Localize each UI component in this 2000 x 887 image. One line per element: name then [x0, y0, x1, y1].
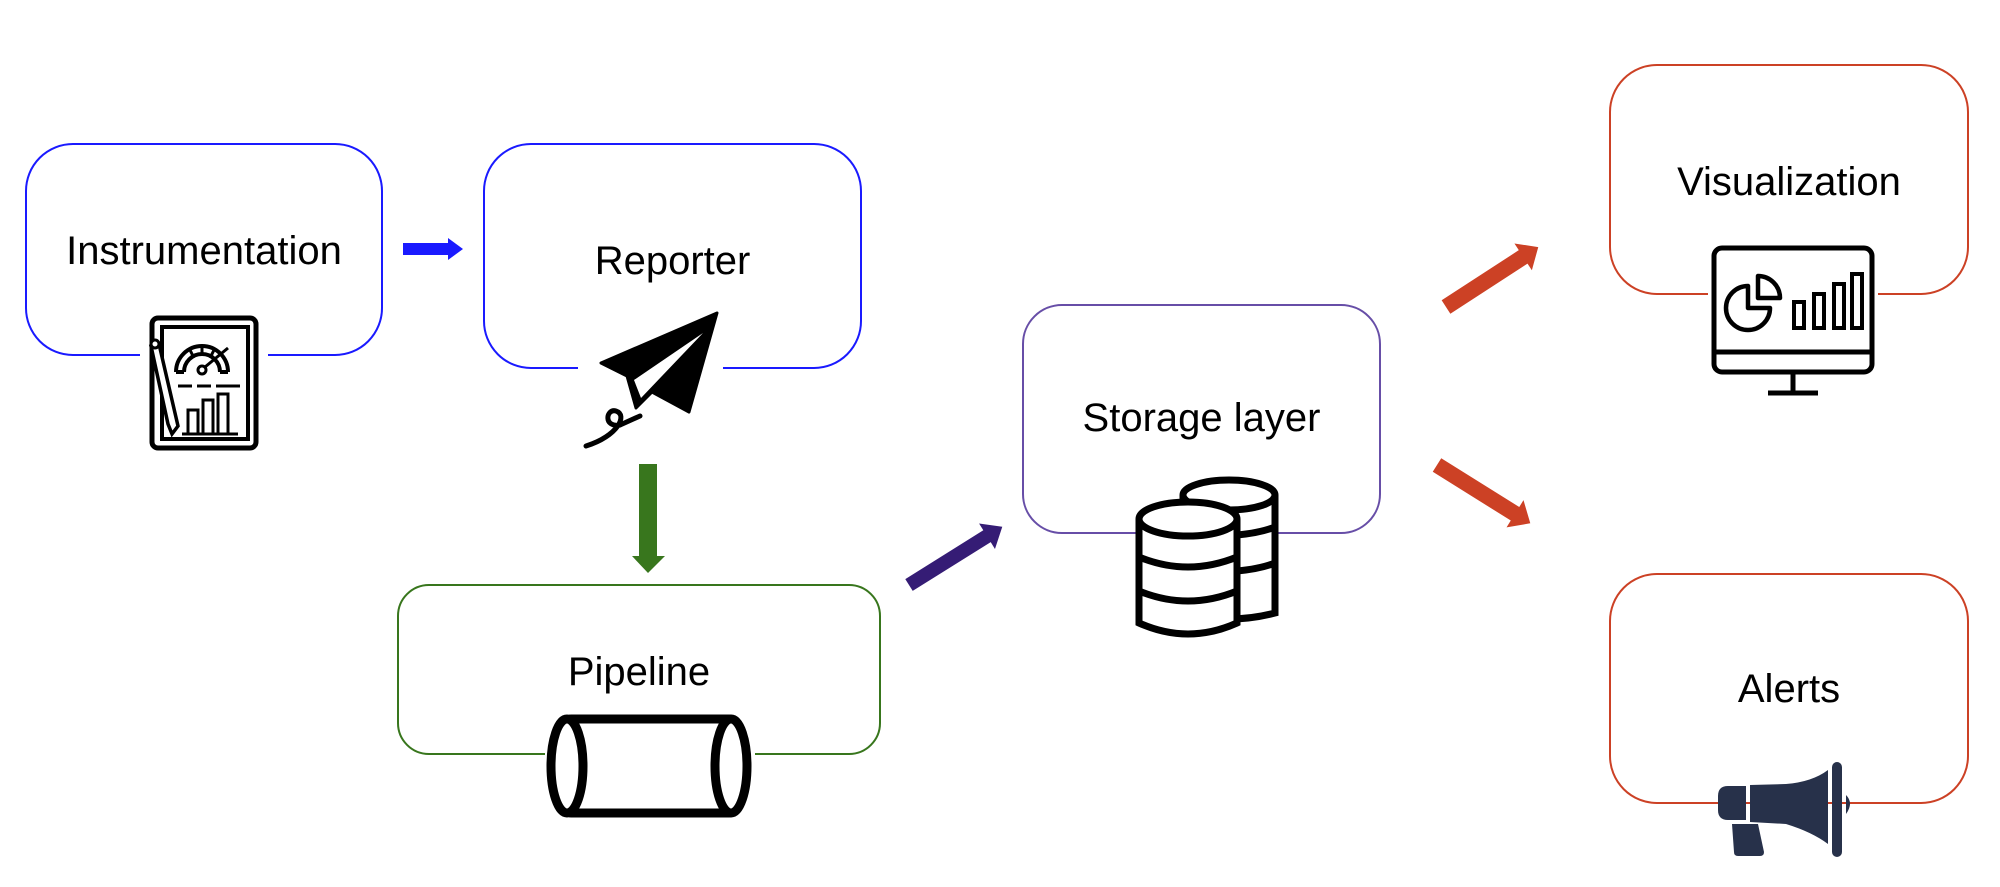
- node-instrumentation[interactable]: Instrumentation: [25, 143, 383, 356]
- node-label: Instrumentation: [66, 229, 342, 273]
- node-storage-layer[interactable]: Storage layer: [1022, 304, 1381, 534]
- database-icon: [1135, 473, 1281, 643]
- megaphone-icon: [1716, 760, 1856, 860]
- edge-storage-visualization: [1441, 243, 1539, 314]
- node-label: Storage layer: [1082, 396, 1321, 440]
- edge-reporter-pipeline: [632, 464, 665, 573]
- node-label: Reporter: [594, 239, 751, 283]
- edge-instrumentation-reporter: [403, 238, 463, 260]
- node-label: Pipeline: [567, 650, 711, 694]
- pipe-icon: [545, 714, 755, 818]
- monitor-chart-icon: [1708, 242, 1878, 400]
- paper-plane-icon: [578, 308, 723, 453]
- dashboard-report-icon: [140, 314, 268, 452]
- node-label: Alerts: [1737, 667, 1841, 711]
- node-label: Visualization: [1677, 160, 1901, 204]
- edge-pipeline-storage: [905, 523, 1003, 591]
- edge-storage-alerts: [1432, 458, 1531, 528]
